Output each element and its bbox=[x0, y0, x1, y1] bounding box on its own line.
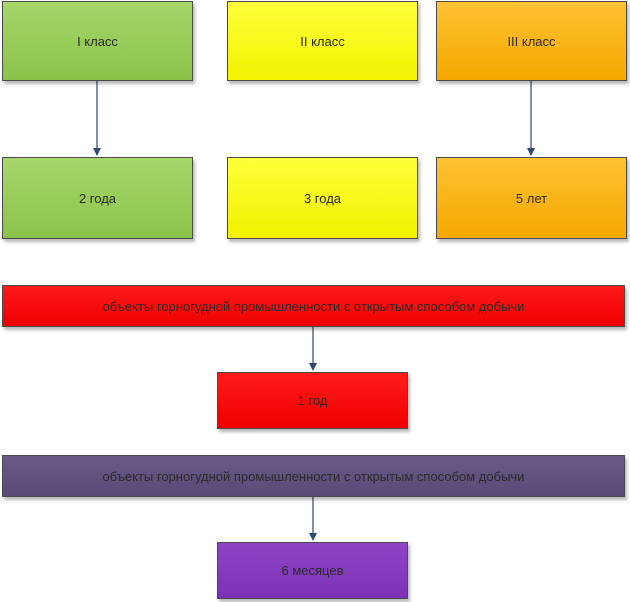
period-one-year-label: 1 год bbox=[297, 393, 328, 408]
period-class-2-label: 3 года bbox=[303, 190, 342, 206]
period-six-months-label: 6 месяцев bbox=[281, 563, 344, 578]
period-one-year-box: 1 год bbox=[217, 372, 408, 429]
class-1-label: I класс bbox=[77, 33, 118, 49]
open-pit-mining-box-purple: объекты горногудной промышленности с отк… bbox=[2, 455, 625, 497]
open-pit-mining-label-purple: объекты горногудной промышленности с отк… bbox=[102, 468, 525, 484]
period-class-2-box: 3 года bbox=[227, 157, 418, 239]
class-3-label: III класс bbox=[507, 33, 556, 49]
class-1-box: I класс bbox=[2, 1, 193, 81]
open-pit-mining-box-red: объекты горногудной промышленности с отк… bbox=[2, 285, 625, 327]
period-class-3-label: 5 лет bbox=[515, 190, 548, 206]
period-class-1-box: 2 года bbox=[2, 157, 193, 239]
period-class-1-label: 2 года bbox=[78, 190, 117, 206]
class-3-box: III класс bbox=[436, 1, 627, 81]
period-six-months-box: 6 месяцев bbox=[217, 542, 408, 599]
open-pit-mining-label-red: объекты горногудной промышленности с отк… bbox=[102, 298, 525, 314]
class-2-label: II класс bbox=[300, 33, 345, 49]
class-2-box: II класс bbox=[227, 1, 418, 81]
period-class-3-box: 5 лет bbox=[436, 157, 627, 239]
